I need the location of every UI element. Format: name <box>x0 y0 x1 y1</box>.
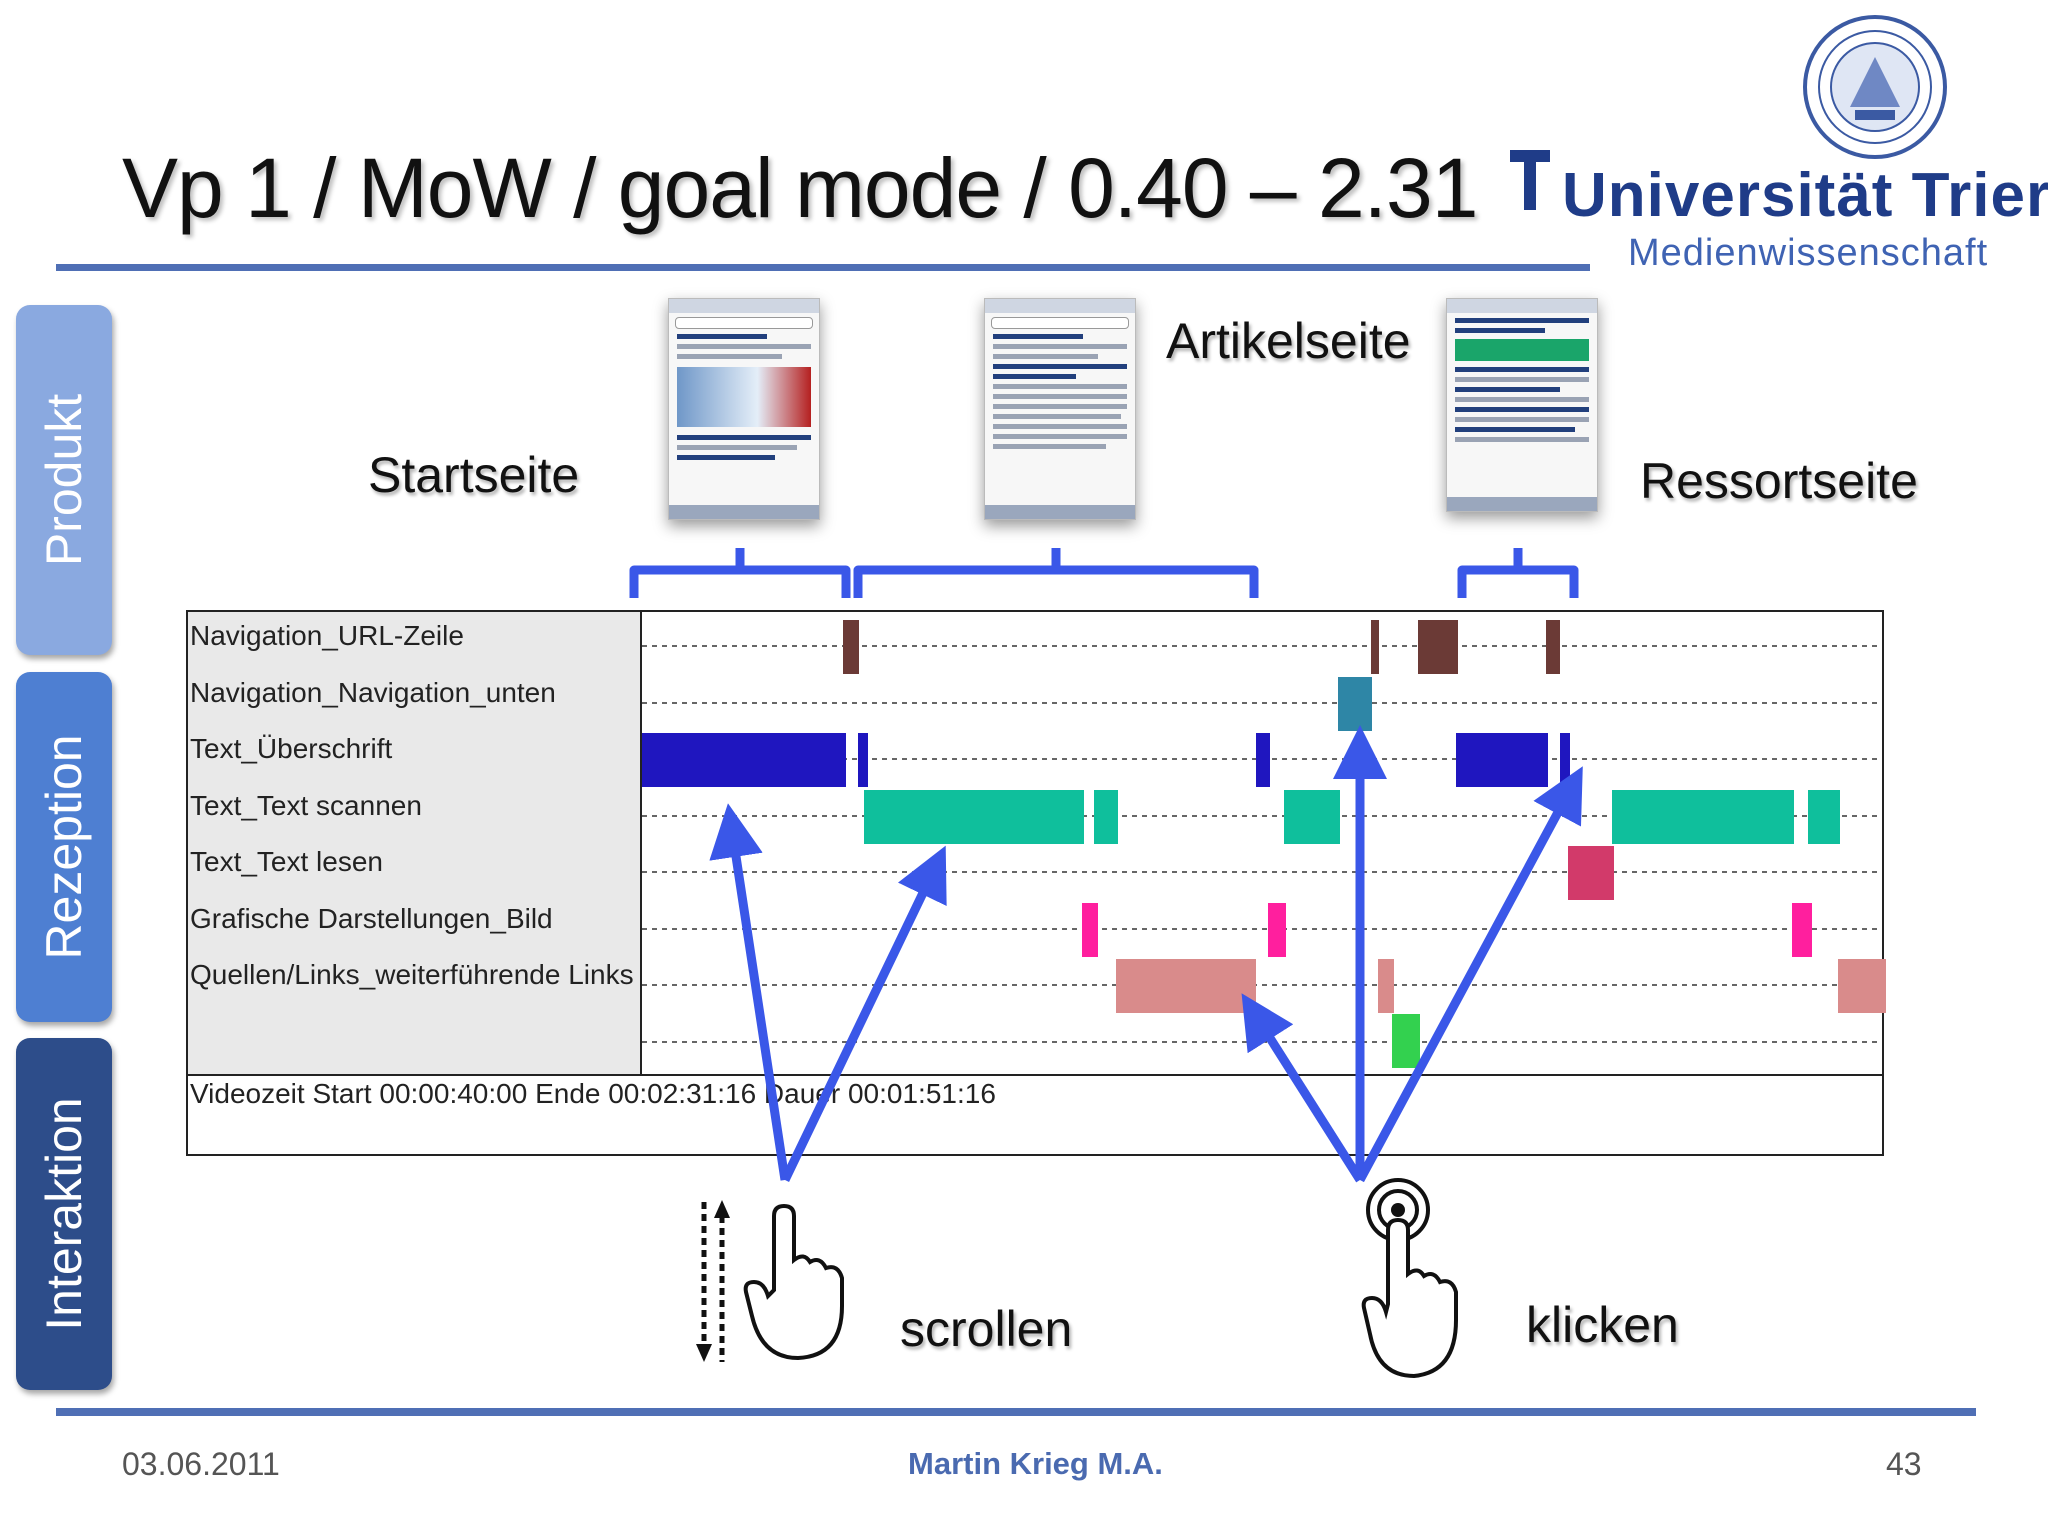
label-startseite: Startseite <box>368 447 580 503</box>
footer-author: Martin Krieg M.A. <box>908 1446 1163 1481</box>
title-divider <box>56 264 1590 271</box>
page-brackets <box>629 548 1579 598</box>
row-label-ueberschrift: Text_Überschrift <box>190 733 393 764</box>
bar-nav-url <box>1418 620 1458 674</box>
bar-text-scannen <box>864 790 1084 844</box>
scroll-label: scrollen <box>900 1301 1073 1357</box>
click-gesture-icon <box>1361 1178 1458 1379</box>
scroll-arrow-2 <box>780 845 947 1182</box>
row-label-nav-url: Navigation_URL-Zeile <box>190 620 464 651</box>
bar-ueberschrift <box>1560 733 1570 787</box>
footer-divider <box>56 1408 1976 1416</box>
scroll-gesture-icon <box>696 1200 844 1362</box>
bar-bild <box>1792 903 1812 957</box>
bar-text-scannen <box>1808 790 1840 844</box>
university-logo-icon <box>1510 150 1550 210</box>
ressortseite-screenshot <box>1446 298 1598 512</box>
bar-ueberschrift <box>1456 733 1548 787</box>
university-name: Universität Trier <box>1562 161 2048 230</box>
bar-ueberschrift <box>858 733 868 787</box>
label-artikelseite: Artikelseite <box>1166 313 1411 369</box>
row-label-text-lesen: Text_Text lesen <box>190 846 383 877</box>
bar-text-scannen <box>1284 790 1340 844</box>
bar-other <box>1392 1014 1420 1068</box>
bar-nav-unten <box>1338 677 1372 731</box>
scroll-arrow-1 <box>709 803 790 1181</box>
row-label-bild: Grafische Darstellungen_Bild <box>190 903 553 934</box>
bar-nav-url <box>843 620 859 674</box>
row-label-text-scannen: Text_Text scannen <box>190 790 422 821</box>
label-ressortseite: Ressortseite <box>1640 453 1918 509</box>
row-label-panel <box>188 612 642 1074</box>
bar-nav-url <box>1371 620 1379 674</box>
tab-produkt: Produkt <box>16 305 112 655</box>
slide-title: Vp 1 / MoW / goal mode / 0.40 – 2.31 <box>122 141 1478 235</box>
bar-links <box>1838 959 1886 1013</box>
timeline-bars <box>642 620 1886 1068</box>
bar-ueberschrift <box>1256 733 1270 787</box>
bar-text-scannen <box>1094 790 1118 844</box>
footer-date: 03.06.2011 <box>122 1446 280 1482</box>
startseite-screenshot <box>668 298 820 520</box>
video-time-info: Videozeit Start 00:00:40:00 Ende 00:02:3… <box>190 1078 996 1109</box>
university-seal-icon <box>1803 15 1947 159</box>
bar-nav-url <box>1546 620 1560 674</box>
page-number: 43 <box>1886 1446 1922 1482</box>
click-label: klicken <box>1526 1297 1679 1353</box>
row-label-links: Quellen/Links_weiterführende Links <box>190 959 634 990</box>
interaction-arrows <box>709 725 1583 1183</box>
bar-text-lesen <box>1568 846 1614 900</box>
bar-bild <box>1082 903 1098 957</box>
click-arrow-1 <box>1241 993 1364 1183</box>
tab-rezeption: Rezeption <box>16 672 112 1022</box>
tab-interaktion: Interaktion <box>16 1038 112 1390</box>
university-department: Medienwissenschaft <box>1628 232 1989 274</box>
bar-links <box>1378 959 1394 1013</box>
bar-bild <box>1268 903 1286 957</box>
row-label-nav-unten: Navigation_Navigation_unten <box>190 677 556 708</box>
video-time-box <box>186 1074 1884 1156</box>
click-arrow-3 <box>1356 766 1583 1183</box>
bar-ueberschrift <box>642 733 846 787</box>
bar-text-scannen <box>1612 790 1794 844</box>
bar-links <box>1116 959 1256 1013</box>
artikelseite-screenshot <box>984 298 1136 520</box>
